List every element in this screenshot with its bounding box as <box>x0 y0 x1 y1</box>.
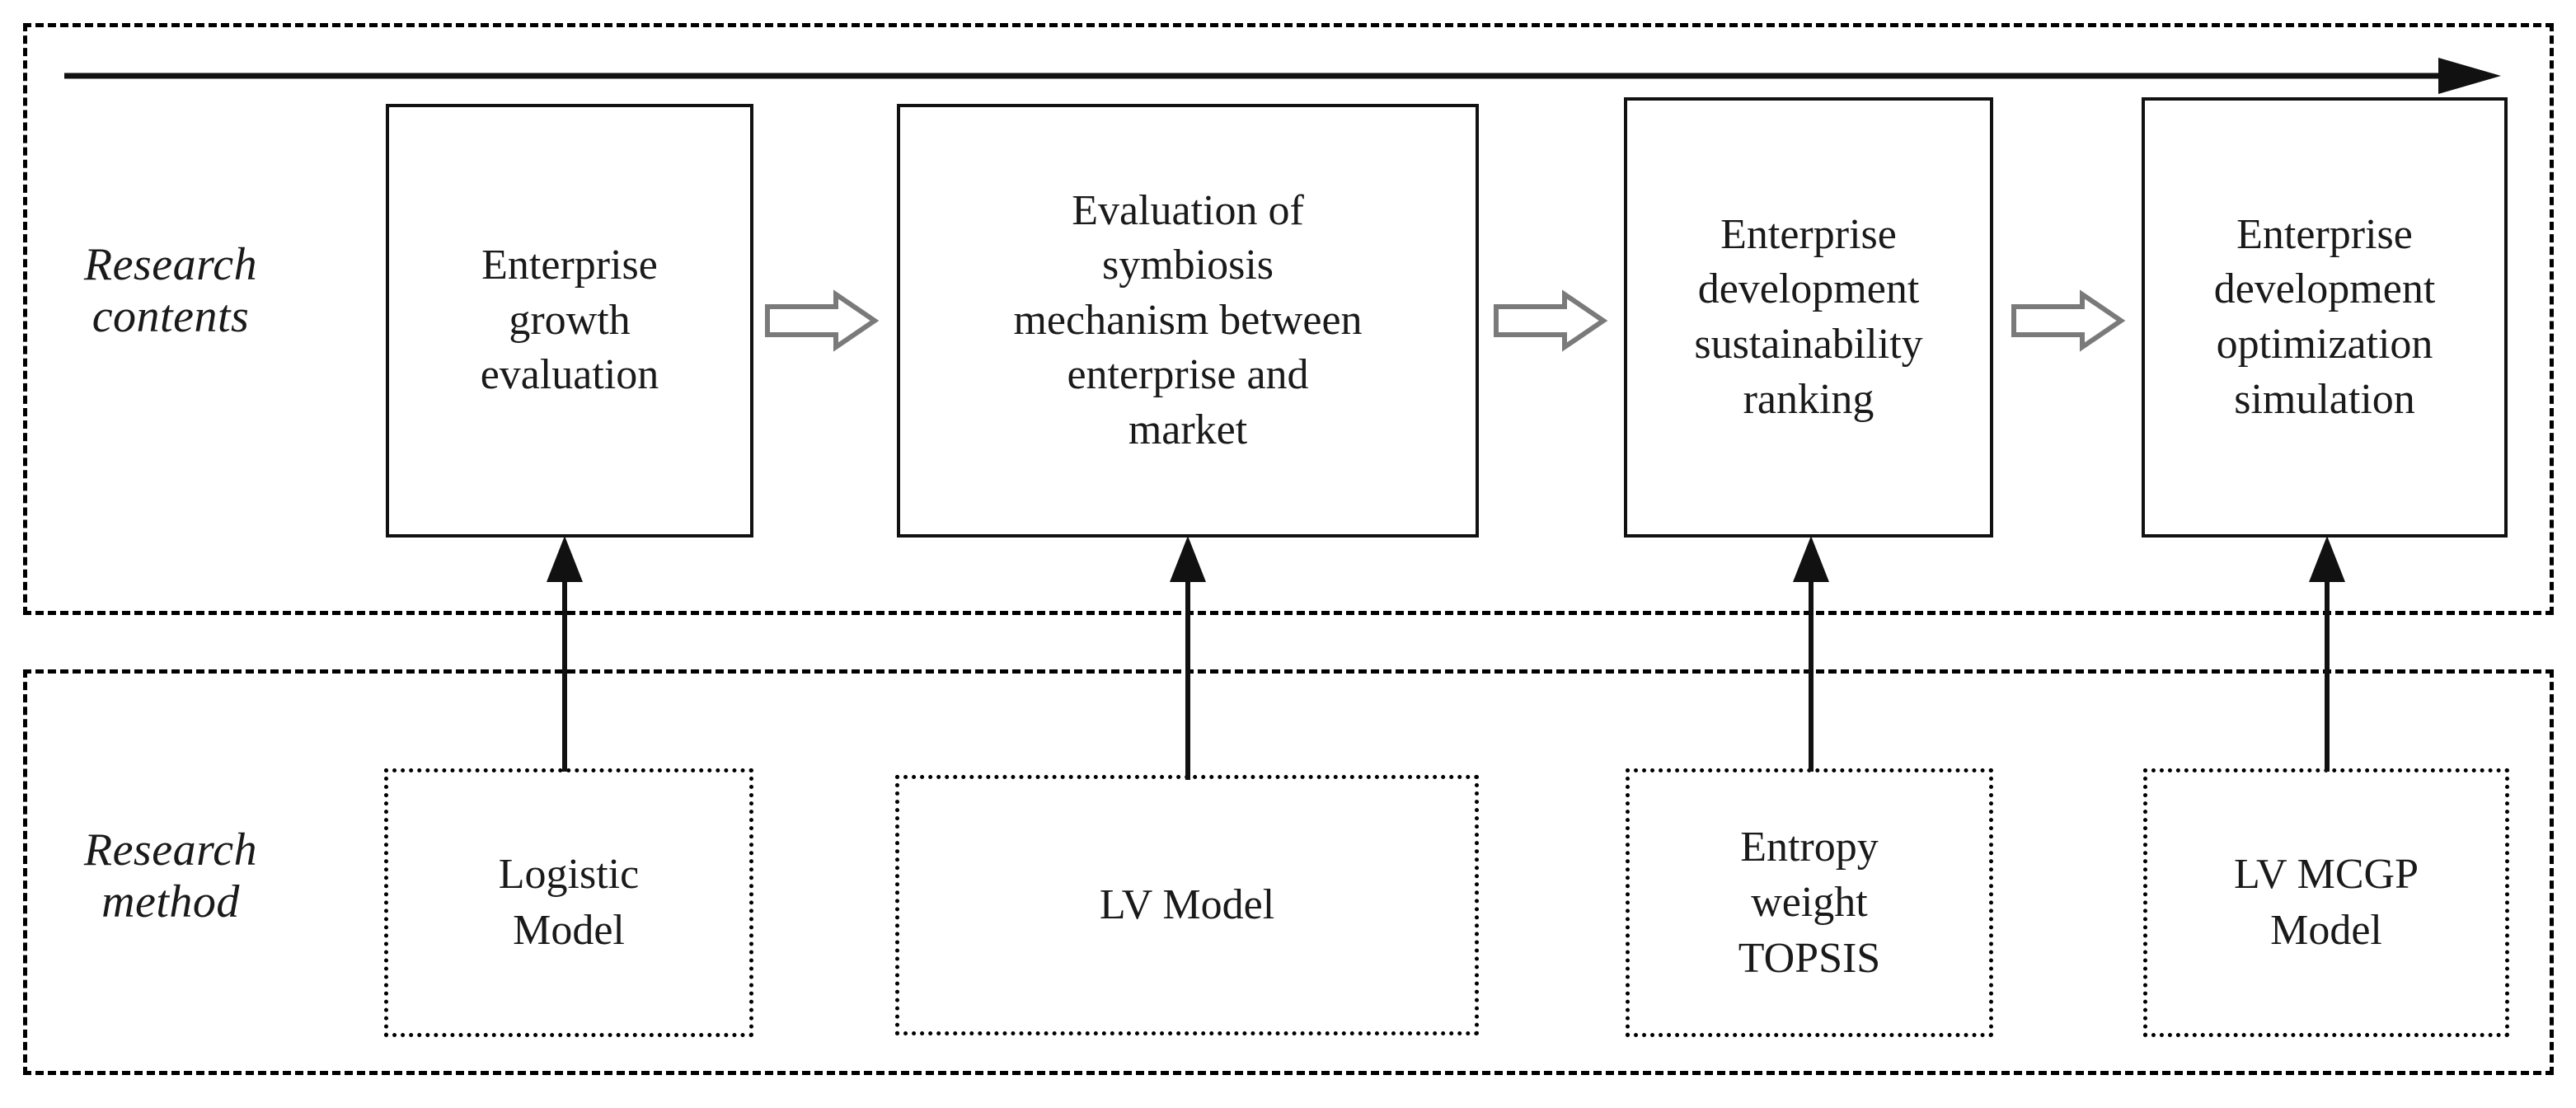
method-box-lv-model: LV Model <box>895 775 1479 1035</box>
block-arrow-right-icon <box>765 289 880 352</box>
content-box-sustainability-ranking: Enterprise development sustainability ra… <box>1624 97 1993 538</box>
block-arrow-right-icon <box>1494 289 1608 352</box>
method-box-logistic-model: Logistic Model <box>384 768 753 1037</box>
arrow-up-icon <box>1793 536 1829 772</box>
content-box-enterprise-growth-evaluation: Enterprise growth evaluation <box>386 104 753 538</box>
method-box-entropy-weight-topsis: Entropy weight TOPSIS <box>1626 768 1993 1037</box>
research-method-container <box>23 669 2554 1075</box>
research-contents-container <box>23 23 2554 615</box>
arrow-up-icon <box>2309 536 2345 772</box>
research-method-row-label: Research method <box>83 824 258 927</box>
block-arrow-right-icon <box>2011 289 2126 352</box>
arrow-up-icon <box>1170 536 1206 780</box>
content-box-optimization-simulation: Enterprise development optimization simu… <box>2142 97 2508 538</box>
method-box-lv-mcgp-model: LV MCGP Model <box>2143 768 2509 1037</box>
research-contents-row-label: Research contents <box>83 239 258 342</box>
horizontal-progress-arrow-icon <box>64 58 2501 94</box>
content-box-symbiosis-evaluation: Evaluation of symbiosis mechanism betwee… <box>897 104 1479 538</box>
arrow-up-icon <box>547 536 583 772</box>
